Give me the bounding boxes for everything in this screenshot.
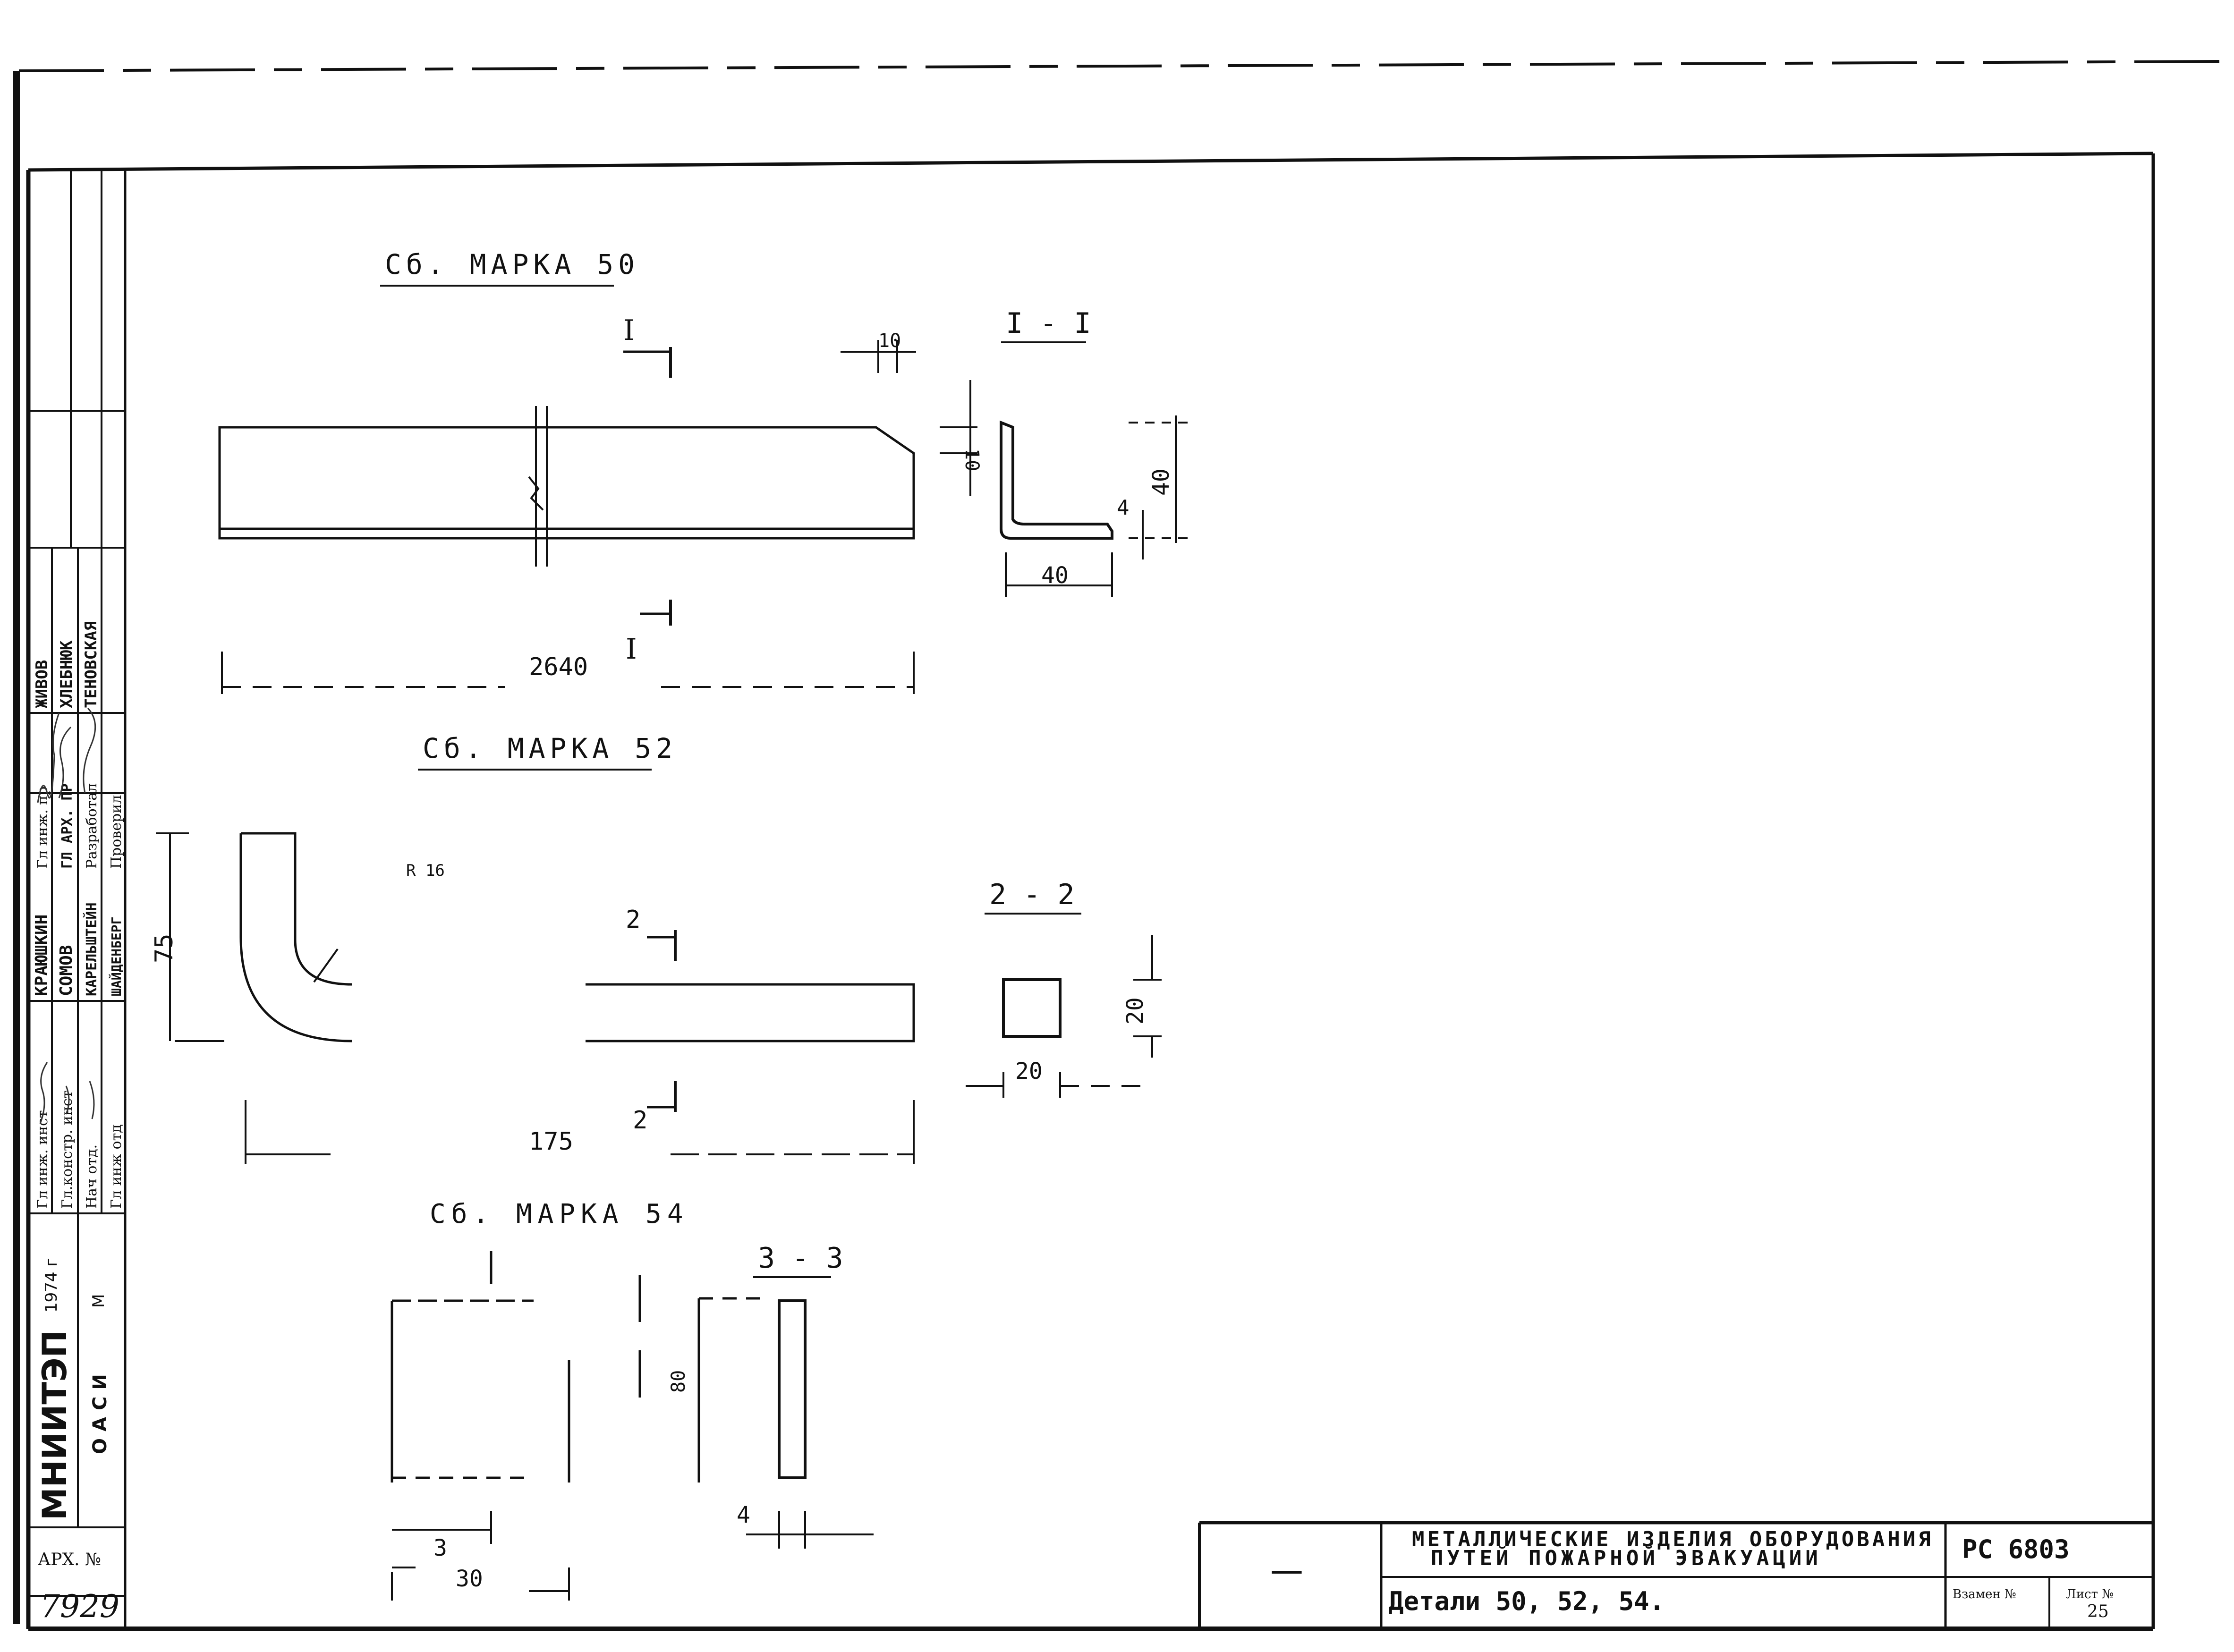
right-role-1: ГЛ АРХ. ПР: [59, 783, 76, 869]
plate-height-label: 80: [668, 1370, 689, 1393]
right-role-2: Разработал: [84, 783, 100, 869]
name-0: КРАЮШКИН: [32, 915, 51, 996]
hook-bar: [239, 832, 915, 1042]
plate-section: [778, 1299, 807, 1479]
plate-elevation: [391, 1251, 760, 1483]
angle-section: [1000, 420, 1113, 540]
section-2-h-label: 20: [1122, 997, 1148, 1025]
dim-height-75: [156, 832, 224, 1042]
section-thickness-label: 4: [1117, 496, 1130, 520]
section-mark-2-top: 2: [626, 906, 640, 934]
section-2-w-label: 20: [1015, 1058, 1043, 1084]
hook-radius-label: R 16: [406, 861, 445, 880]
section-leg-h-label: 40: [1148, 468, 1174, 496]
stamp-year: 1974 г: [42, 1258, 61, 1313]
title-line1: МЕТАЛЛИЧЕСКИЕ ИЗДЕЛИЯ ОБОРУДОВАНИЯ: [1412, 1527, 1934, 1551]
section-arrow-2-top: 2: [626, 906, 677, 961]
part-54: Сб. МАРКА 54 3 - 3 4 80: [391, 1199, 874, 1601]
sheet-frame: [13, 60, 2225, 1631]
title-dash: —: [1270, 1551, 1303, 1590]
part-50: Сб. МАРКА 50 I I 2640: [218, 248, 1190, 694]
title-code: РС 6803: [1962, 1534, 2070, 1564]
dim-chamfer: [841, 340, 977, 496]
section-2-title: 2 - 2: [989, 878, 1075, 911]
replace-label: Взамен №: [1953, 1587, 2016, 1601]
section-2-dims: [966, 935, 1162, 1098]
section-mark-2-bottom: 2: [633, 1106, 647, 1135]
arch-label: АРХ. №: [38, 1550, 101, 1569]
part50-title: Сб. МАРКА 50: [385, 248, 639, 280]
role-2: Нач отд.: [84, 1144, 100, 1209]
dim-length-175: [245, 1100, 915, 1164]
part54-title: Сб. МАРКА 54: [430, 1199, 689, 1229]
section-arrow-top: I: [623, 314, 672, 378]
name-1: СОМОВ: [57, 945, 76, 996]
section-mark-bottom: I: [626, 633, 637, 666]
role-3: Гл инж отд: [108, 1124, 125, 1209]
section-3-thickness-label: 4: [737, 1502, 750, 1528]
dim-length-2640: [221, 652, 915, 694]
section-3-dims: [391, 1511, 874, 1601]
section-arrow-bottom: I: [626, 600, 672, 666]
dim-length-175-label: 175: [529, 1127, 573, 1156]
section-I-dims: [1005, 415, 1190, 597]
name-right-0: ЖИВОВ: [33, 660, 51, 708]
plate-width-label: 30: [456, 1566, 483, 1592]
square-section: [1002, 978, 1062, 1038]
sheet-label: Лист №: [2066, 1587, 2114, 1601]
part-52: Сб. МАРКА 52 R 16 2 2 75: [150, 732, 1162, 1164]
name-right-1: ХЛЕБНЮК: [57, 640, 76, 708]
title-block: — МЕТАЛЛИЧЕСКИЕ ИЗДЕЛИЯ ОБОРУДОВАНИЯ ПУТ…: [1198, 1521, 2153, 1629]
section-arrow-2-bottom: 2: [633, 1081, 677, 1135]
right-role-3: Проверил: [108, 795, 125, 869]
section-3-title: 3 - 3: [758, 1242, 843, 1275]
dim-height-label: 75: [150, 933, 178, 963]
dim-length-label: 2640: [529, 653, 588, 681]
angle-bar-elevation: [218, 406, 915, 567]
dim-chamfer-label: 10: [878, 330, 901, 352]
sheet-number: 25: [2087, 1602, 2109, 1621]
name-2: КАРЕЛЬШТЕЙН: [83, 902, 100, 996]
side-stamp: МНИИТЭП ОАСИ 1974 г М АРХ. № 7929 Гл инж…: [28, 170, 125, 1625]
stamp-scale: М: [89, 1294, 108, 1308]
stamp-dept: ОАСИ: [89, 1367, 111, 1454]
plate-mark-label: 3: [433, 1535, 447, 1561]
part52-title: Сб. МАРКА 52: [423, 732, 677, 764]
section-mark-top: I: [623, 314, 635, 347]
name-right-2: ТЕНОВСКАЯ: [82, 621, 101, 708]
right-role-0: Гл инж. пр: [34, 787, 51, 869]
title-subtitle: Детали 50, 52, 54.: [1388, 1586, 1665, 1616]
role-0: Гл инж. инст: [34, 1110, 51, 1209]
name-3: ШАЙДЕНБЕРГ: [108, 916, 124, 996]
dim-chamfer-v-label: 10: [961, 449, 983, 471]
arch-number: 7929: [40, 1588, 119, 1625]
section-leg-w-label: 40: [1041, 562, 1069, 589]
title-line2: ПУТЕЙ ПОЖАРНОЙ ЭВАКУАЦИИ: [1431, 1545, 1822, 1570]
signatures: [37, 707, 96, 1124]
section-I-title: I - I: [1006, 307, 1091, 340]
stamp-org: МНИИТЭП: [35, 1330, 74, 1520]
